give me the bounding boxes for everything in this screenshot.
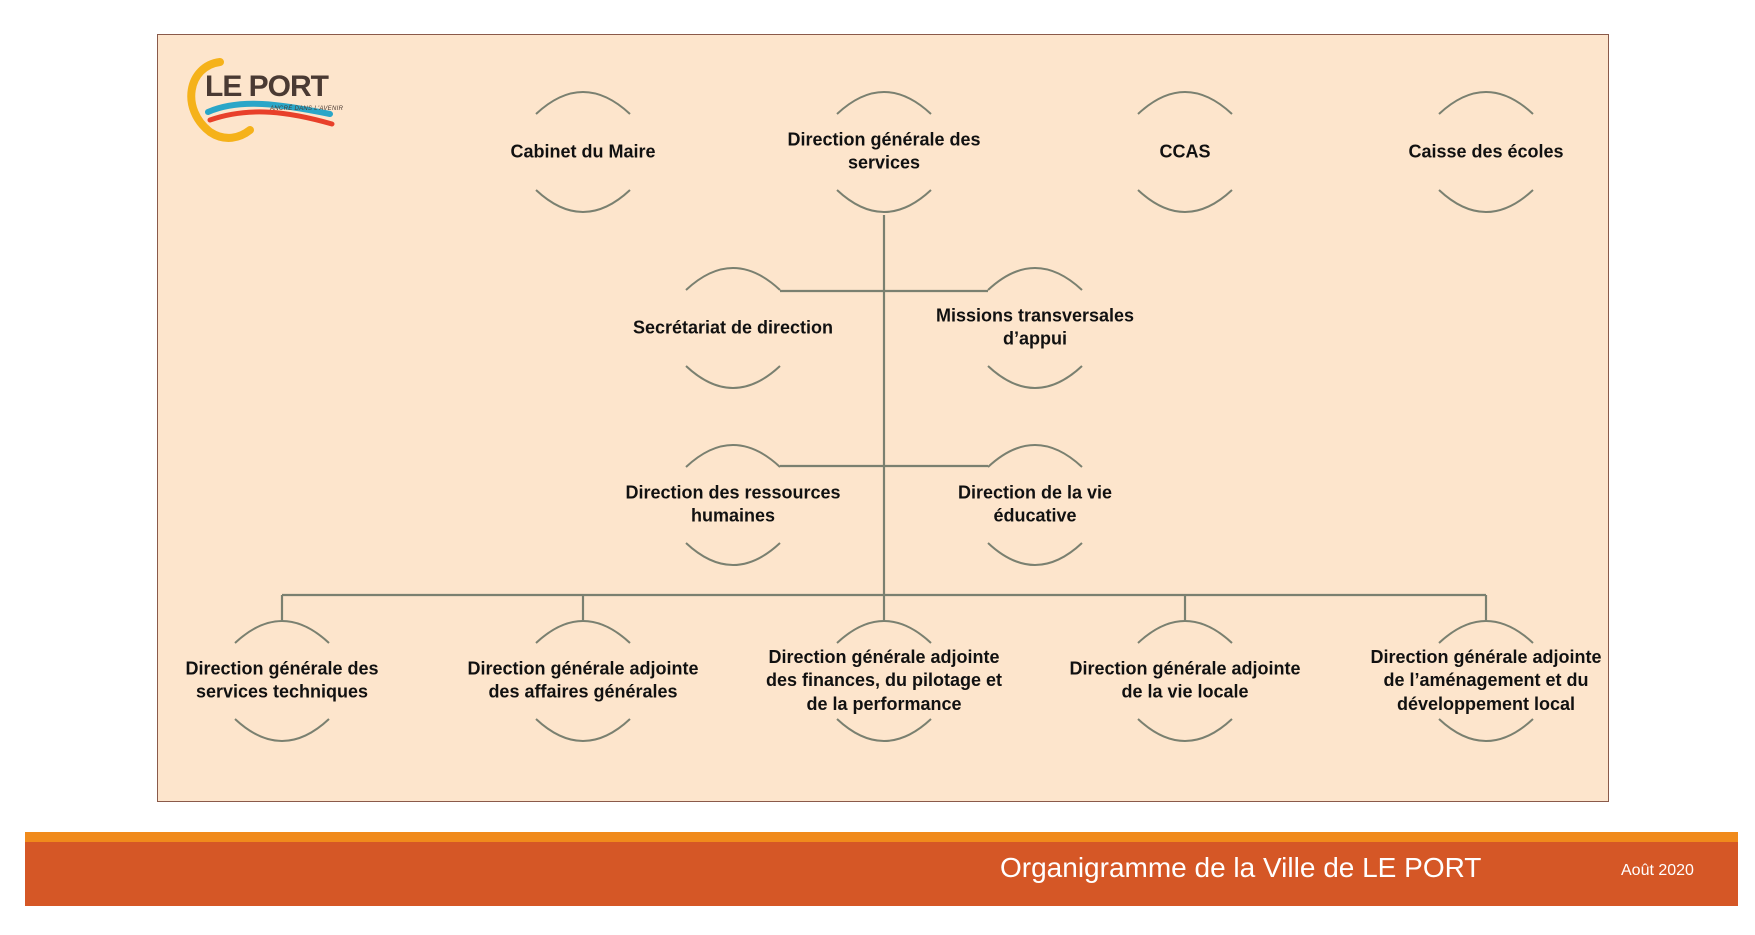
node-arc-top <box>685 267 781 291</box>
le-port-logo <box>187 58 335 142</box>
node-arc-top <box>685 444 781 468</box>
node-cabinet: Cabinet du Maire <box>510 141 656 162</box>
node-arc-bottom <box>1137 189 1233 213</box>
footer-date: Août 2020 <box>1621 862 1694 879</box>
node-arc-top <box>1438 91 1534 115</box>
node-arc-bottom <box>1438 718 1534 742</box>
footer-bar <box>25 842 1738 906</box>
node-arc-bottom <box>535 189 631 213</box>
node-arc-top <box>836 91 932 115</box>
logo-text: LE PORT <box>205 70 329 103</box>
node-caisse: Caisse des écoles <box>1408 141 1564 162</box>
node-secretariat: Secrétariat de direction <box>632 317 834 338</box>
footer-title: Organigramme de la Ville de LE PORT <box>1000 852 1482 883</box>
node-arc-bottom <box>836 189 932 213</box>
node-arc-top <box>1137 91 1233 115</box>
node-arc-bottom <box>987 365 1083 389</box>
node-arc-top <box>987 444 1083 468</box>
node-arc-bottom <box>987 542 1083 566</box>
node-arc-bottom <box>1438 189 1534 213</box>
node-arc-bottom <box>234 718 330 742</box>
node-arc-top <box>836 620 932 644</box>
node-arc-bottom <box>685 365 781 389</box>
node-arc-top <box>987 267 1083 291</box>
node-arc-top <box>535 91 631 115</box>
node-arc-bottom <box>836 718 932 742</box>
node-arc-bottom <box>1137 718 1233 742</box>
node-arc-top <box>234 620 330 644</box>
footer-accent-bar <box>25 832 1738 842</box>
node-ccas: CCAS <box>1159 141 1211 162</box>
node-arc-top <box>535 620 631 644</box>
node-arc-top <box>1438 620 1534 644</box>
node-arc-bottom <box>535 718 631 742</box>
logo-tagline: ANCRÉ DANS L'AVENIR <box>270 106 344 112</box>
node-arc-bottom <box>685 542 781 566</box>
node-arc-top <box>1137 620 1233 644</box>
